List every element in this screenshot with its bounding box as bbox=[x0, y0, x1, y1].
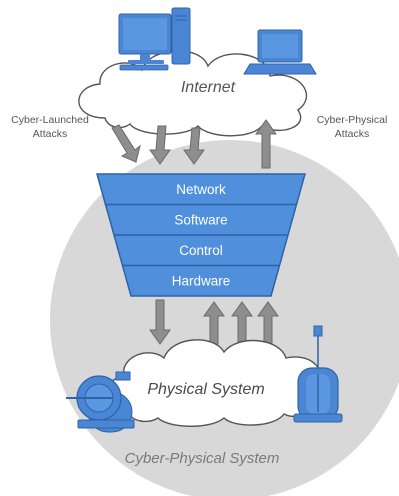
layer-software: Software bbox=[174, 213, 227, 228]
sensor-arrow-up-1 bbox=[203, 301, 225, 345]
cyber-physical-system-label: Cyber-Physical System bbox=[125, 450, 280, 467]
cyber-physical-attacks-label-line1: Cyber-Physical bbox=[317, 114, 388, 126]
control-arrow-down bbox=[149, 299, 171, 345]
sensor-arrow-up-3 bbox=[257, 301, 279, 345]
physical-system-cloud bbox=[104, 339, 322, 427]
laptop-icon bbox=[243, 29, 317, 75]
attack-arrow-down-2 bbox=[149, 125, 171, 165]
motor-pump-icon bbox=[66, 371, 135, 433]
attack-arrow-down-1 bbox=[111, 124, 141, 163]
layer-control: Control bbox=[179, 243, 223, 258]
cyber-launched-label-line2: Attacks bbox=[33, 128, 67, 140]
layer-network: Network bbox=[176, 182, 226, 197]
cyber-physical-attacks-label-line2: Attacks bbox=[335, 128, 369, 140]
tank-sensor-icon bbox=[293, 325, 343, 423]
layer-hardware: Hardware bbox=[172, 274, 231, 289]
internet-label: Internet bbox=[181, 79, 236, 96]
attack-arrow-down-3 bbox=[183, 127, 205, 165]
layer-stack: Network Software Control Hardware bbox=[96, 173, 306, 297]
cyber-launched-label-line1: Cyber-Launched bbox=[11, 114, 89, 126]
sensor-arrow-up-2 bbox=[231, 301, 253, 345]
physical-system-label: Physical System bbox=[147, 381, 264, 398]
desktop-computer-icon bbox=[118, 7, 191, 71]
attack-arrow-up-1 bbox=[255, 119, 277, 169]
